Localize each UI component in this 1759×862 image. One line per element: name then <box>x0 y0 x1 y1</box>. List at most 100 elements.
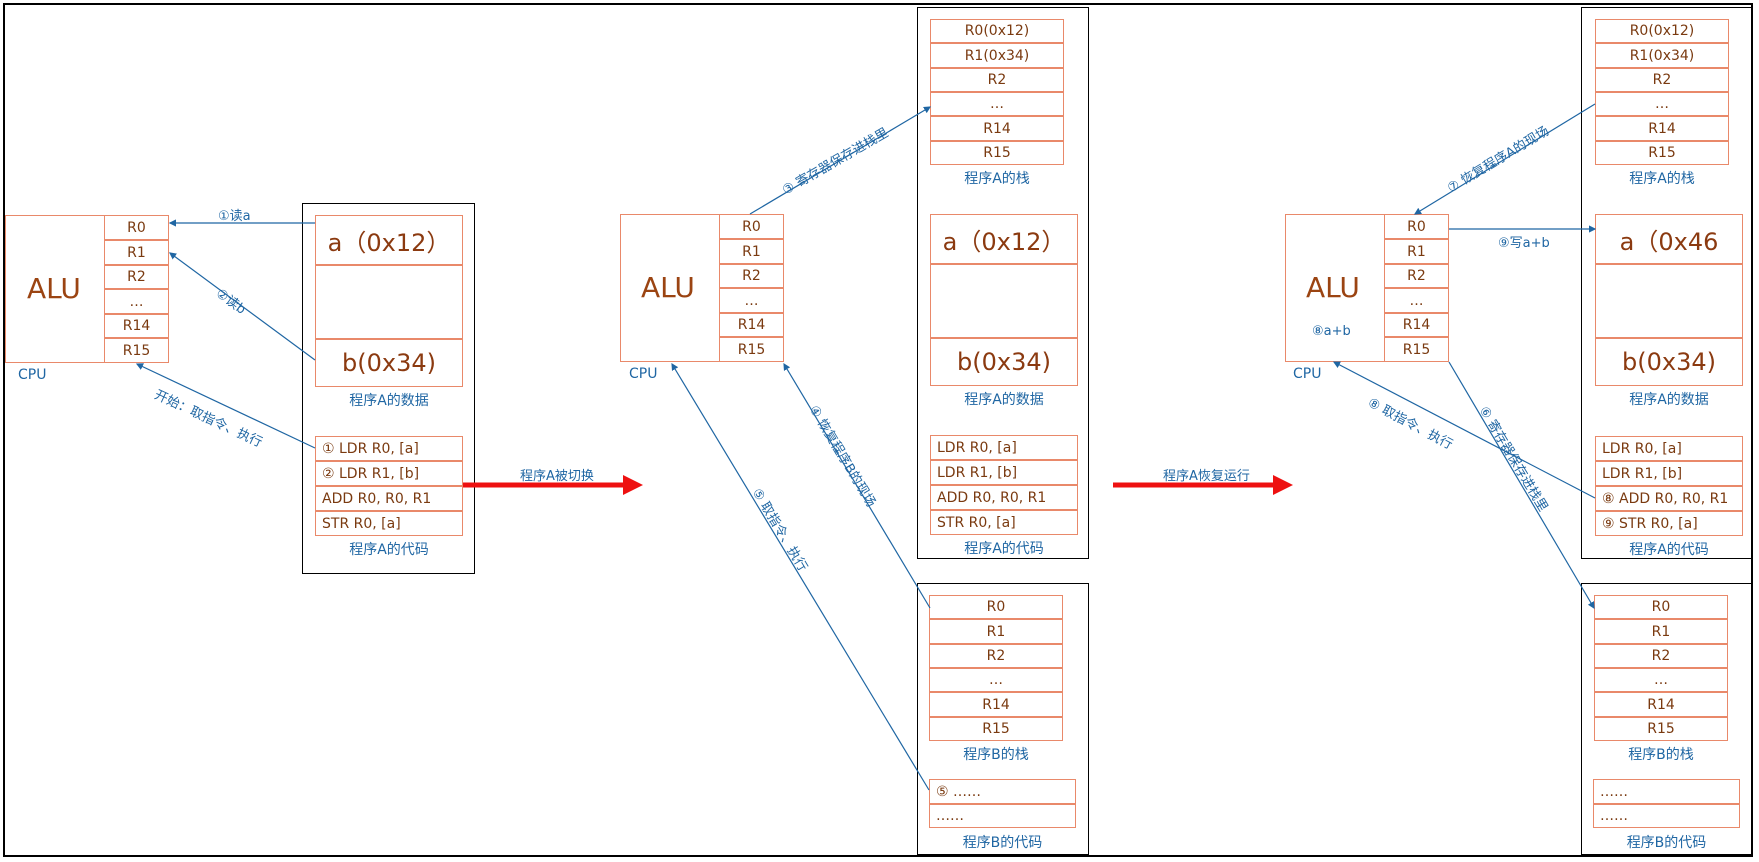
code-line: ⑤ …… <box>929 779 1076 804</box>
alu-label-1: ALU <box>27 272 81 305</box>
data-b-cell: b(0x34) <box>930 338 1078 386</box>
data-a-cell-updated: a（0x46 <box>1595 214 1743 264</box>
data-b-cell: b(0x34) <box>315 339 463 387</box>
data-gap-cell <box>930 264 1078 338</box>
program-a-memory-3 <box>1581 7 1753 559</box>
code-line: ADD R0, R0, R1 <box>315 486 463 511</box>
data-a-cell: a（0x12） <box>930 214 1078 264</box>
register-cell: … <box>1384 288 1449 313</box>
register-cell: R1 <box>104 240 169 265</box>
program-b-memory-2 <box>917 583 1089 855</box>
arrow-fetch-b <box>671 362 930 791</box>
data-b-cell: b(0x34) <box>1595 338 1743 386</box>
code-line: LDR R1, [b] <box>1595 461 1743 486</box>
stack-slot: R14 <box>930 116 1064 141</box>
stack-slot: R0(0x12) <box>930 19 1064 43</box>
stack-slot: R2 <box>1595 68 1729 92</box>
program-a-memory-2 <box>917 7 1089 559</box>
label-resumed: 程序A恢复运行 <box>1163 469 1250 484</box>
register-cell: … <box>104 289 169 314</box>
stack-slot: R14 <box>1595 116 1729 141</box>
register-cell: R2 <box>1384 264 1449 288</box>
code-line: …… <box>1593 804 1740 828</box>
label-read-a: ①读a <box>218 209 251 224</box>
register-cell: R1 <box>1384 239 1449 264</box>
program-b-memory-3 <box>1581 583 1753 855</box>
data-a-caption-1: 程序A的数据 <box>349 393 429 409</box>
stack-slot: R0 <box>929 595 1063 619</box>
arrow-fetch-a-2 <box>1332 361 1596 499</box>
stack-slot: R14 <box>929 692 1063 717</box>
alu-label-3: ALU <box>1306 271 1360 304</box>
arrow-save-regs-b <box>1448 361 1595 610</box>
data-gap-cell <box>1595 264 1743 338</box>
code-line: …… <box>1593 779 1740 804</box>
stack-slot: R1(0x34) <box>1595 43 1729 68</box>
alu-sum-label: ⑧a+b <box>1312 324 1351 339</box>
code-b-caption-3: 程序B的代码 <box>1626 835 1707 851</box>
stack-slot: R0 <box>1594 595 1728 619</box>
register-cell: R14 <box>719 313 784 337</box>
register-cell: R2 <box>719 264 784 288</box>
cpu-label-3: CPU <box>1293 366 1322 382</box>
label-write-ab: ⑨写a+b <box>1498 236 1550 251</box>
stack-slot: … <box>1595 92 1729 116</box>
stack-a-caption-3: 程序A的栈 <box>1629 171 1695 187</box>
program-a-memory-1 <box>302 203 475 574</box>
data-a-caption-3: 程序A的数据 <box>1629 392 1709 408</box>
code-line: ⑨ STR R0, [a] <box>1595 511 1743 536</box>
stack-slot: R15 <box>1595 141 1729 165</box>
register-cell: R14 <box>1384 313 1449 337</box>
stack-slot: R15 <box>1594 717 1728 741</box>
stack-b-caption-2: 程序B的栈 <box>963 747 1029 763</box>
arrow-fetch-a <box>135 363 316 449</box>
stack-slot: R1 <box>929 619 1063 644</box>
arrow-restore-a <box>1413 103 1596 215</box>
code-a-caption-2: 程序A的代码 <box>964 541 1044 557</box>
register-cell: R1 <box>719 239 784 264</box>
stack-slot: R2 <box>929 644 1063 668</box>
stack-slot: R1 <box>1594 619 1728 644</box>
stack-slot: R14 <box>1594 692 1728 717</box>
code-line: …… <box>929 804 1076 828</box>
alu-box-2 <box>620 214 720 362</box>
register-cell: … <box>719 288 784 313</box>
stack-b-caption-3: 程序B的栈 <box>1628 747 1694 763</box>
code-line: ADD R0, R0, R1 <box>930 485 1078 510</box>
cpu-label-2: CPU <box>629 366 658 382</box>
alu-label-2: ALU <box>641 271 695 304</box>
register-cell: R2 <box>104 265 169 289</box>
code-line: ① LDR R0, [a] <box>315 436 463 461</box>
register-cell: R15 <box>104 338 169 363</box>
register-cell: R0 <box>1384 214 1449 239</box>
code-a-caption-3: 程序A的代码 <box>1629 542 1709 558</box>
stack-slot: … <box>1594 668 1728 692</box>
register-cell: R15 <box>1384 337 1449 362</box>
data-a-caption-2: 程序A的数据 <box>964 392 1044 408</box>
stack-slot: … <box>929 668 1063 692</box>
code-line: LDR R0, [a] <box>930 435 1078 460</box>
register-cell: R0 <box>104 215 169 240</box>
register-cell: R15 <box>719 337 784 362</box>
code-line: LDR R0, [a] <box>1595 436 1743 461</box>
stack-slot: R15 <box>929 717 1063 741</box>
code-line: ⑧ ADD R0, R0, R1 <box>1595 486 1743 511</box>
arrow-save-regs <box>749 106 932 215</box>
code-line: STR R0, [a] <box>315 511 463 536</box>
data-a-cell: a（0x12） <box>315 215 463 265</box>
stack-slot: R2 <box>930 68 1064 92</box>
code-a-caption-1: 程序A的代码 <box>349 542 429 558</box>
stack-a-caption-2: 程序A的栈 <box>964 171 1030 187</box>
stack-slot: R0(0x12) <box>1595 19 1729 43</box>
code-line: ② LDR R1, [b] <box>315 461 463 486</box>
register-cell: R0 <box>719 214 784 239</box>
register-cell: R14 <box>104 314 169 338</box>
arrow-read-b <box>169 252 316 361</box>
code-line: STR R0, [a] <box>930 510 1078 535</box>
stack-slot: R2 <box>1594 644 1728 668</box>
stack-slot: … <box>930 92 1064 116</box>
stack-slot: R15 <box>930 141 1064 165</box>
cpu-label-1: CPU <box>18 367 47 383</box>
